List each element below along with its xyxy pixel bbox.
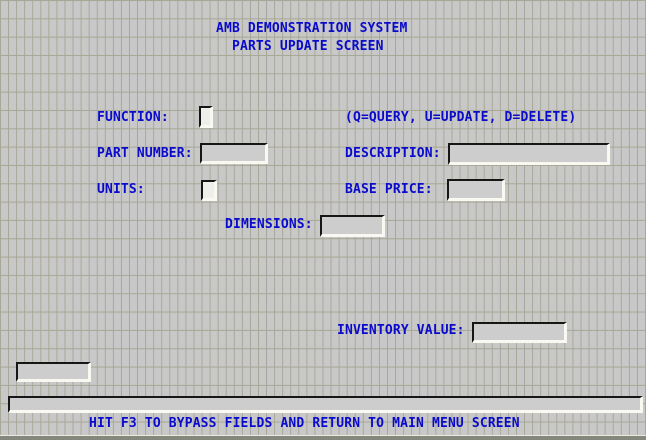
description-field[interactable] (448, 143, 610, 165)
dimensions-field[interactable] (320, 215, 385, 237)
dimensions-label: DIMENSIONS: (225, 217, 313, 232)
inventory-value-label: INVENTORY VALUE: (337, 323, 465, 338)
base-price-label: BASE PRICE: (345, 182, 433, 197)
function-hint: (Q=QUERY, U=UPDATE, D=DELETE) (345, 110, 577, 125)
units-field[interactable] (201, 180, 217, 201)
status-field[interactable] (16, 362, 91, 382)
description-label: DESCRIPTION: (345, 146, 441, 161)
function-field[interactable] (199, 106, 213, 128)
part-number-field[interactable] (200, 143, 268, 164)
window-bottom-edge (0, 435, 646, 440)
footer-help-text: HIT F3 TO BYPASS FIELDS AND RETURN TO MA… (89, 416, 520, 431)
message-line-field[interactable] (8, 396, 643, 413)
inventory-value-field[interactable] (472, 322, 567, 343)
screen-title: PARTS UPDATE SCREEN (232, 39, 384, 54)
part-number-label: PART NUMBER: (97, 146, 193, 161)
units-label: UNITS: (97, 182, 145, 197)
system-title: AMB DEMONSTRATION SYSTEM (216, 21, 408, 36)
base-price-field[interactable] (447, 179, 505, 201)
function-label: FUNCTION: (97, 110, 169, 125)
